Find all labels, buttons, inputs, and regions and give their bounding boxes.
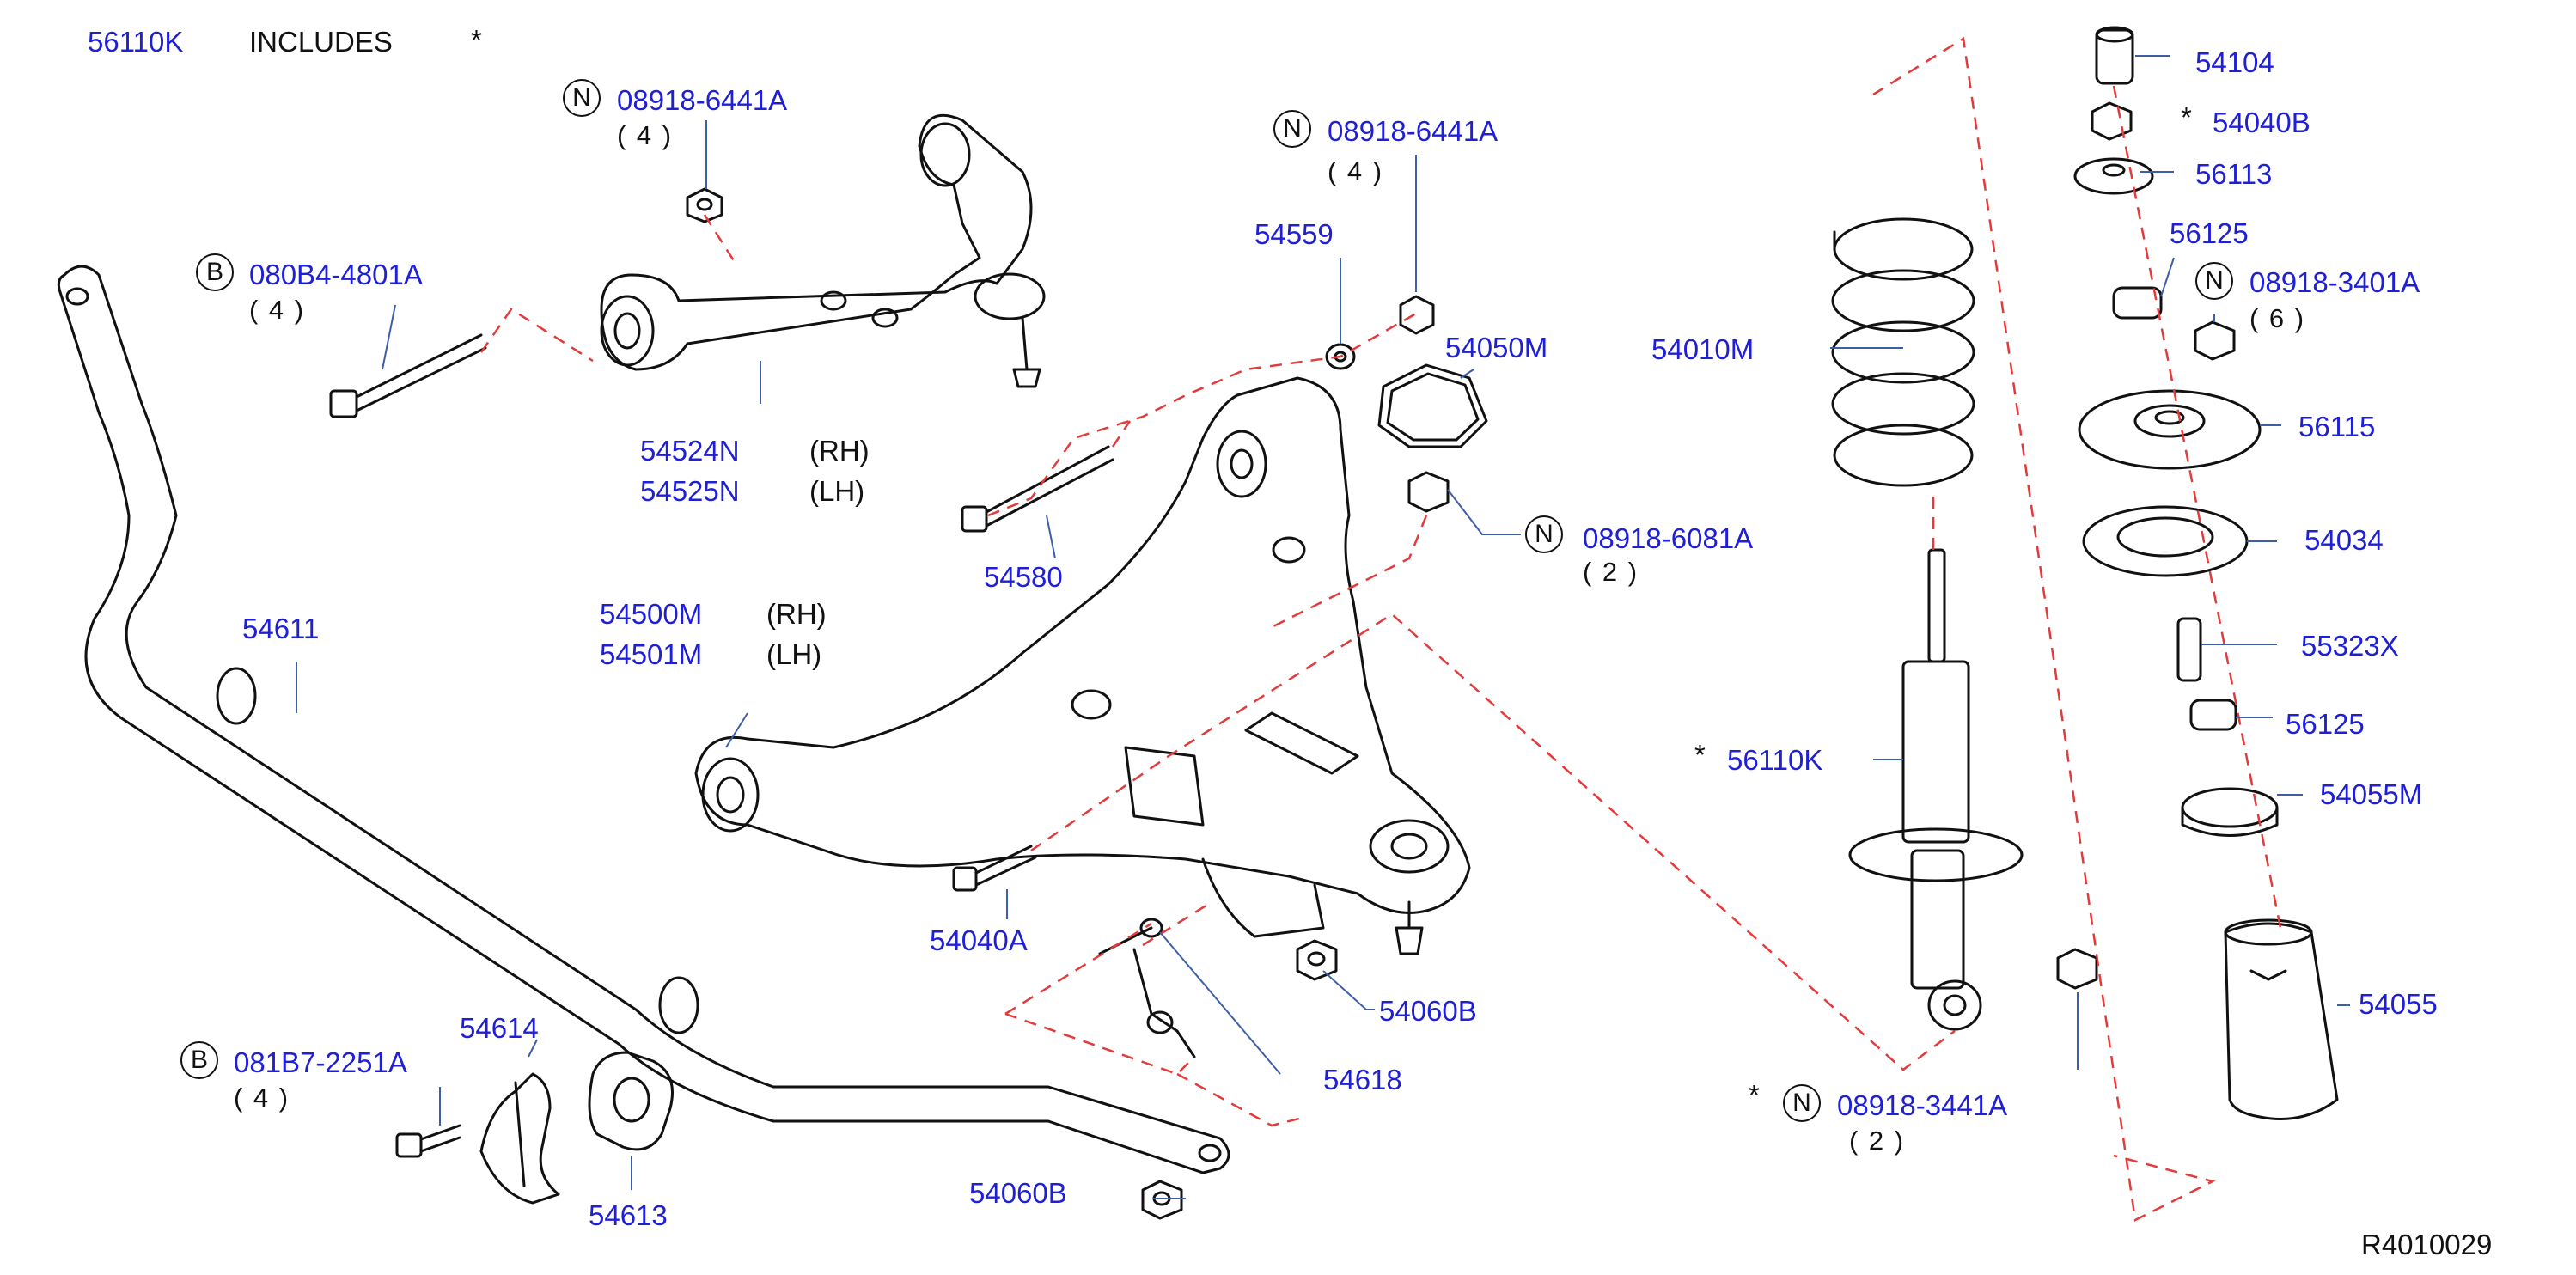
part-54611: 54611 [242, 613, 320, 644]
part-56125-upper: 56125 [2170, 217, 2249, 249]
n-badge: N [2195, 262, 2233, 300]
part-54040b [2091, 101, 2133, 141]
part-54055m: 54055M [2320, 778, 2423, 810]
part-54055m [2181, 787, 2279, 837]
part-08918-6081a: 08918-6081A [1583, 522, 1754, 554]
part-56113: 56113 [2195, 158, 2273, 190]
part-54104: 54104 [2195, 46, 2274, 78]
side-lh-upper: (LH) [809, 475, 865, 507]
part-56125-lower: 56125 [2286, 708, 2365, 740]
part-54524n: 54524N [640, 435, 740, 467]
nut-08918-6081a [1407, 471, 1450, 513]
part-56115 [2078, 389, 2262, 470]
shock-absorber [1848, 548, 2024, 1031]
part-08918-6441a-upper: 08918-6441A [617, 84, 788, 116]
coil-spring [1831, 217, 1975, 487]
side-rh-upper: (RH) [809, 435, 870, 467]
stabilizer-bar [57, 265, 1230, 1174]
part-54055 [2224, 918, 2339, 1120]
side-lh-lower: (LH) [766, 638, 822, 670]
part-54010m: 54010M [1651, 333, 1755, 365]
part-54580: 54580 [984, 561, 1063, 593]
part-56113 [2073, 157, 2154, 195]
part-56125-lower [2189, 699, 2237, 731]
part-08918-3401a: 08918-3401A [2249, 266, 2420, 298]
part-08918-3401a [2194, 320, 2236, 361]
54040b-asterisk: * [2181, 101, 2192, 133]
includes-asterisk: * [471, 24, 482, 56]
part-54050m: 54050M [1445, 332, 1548, 363]
part-54501m: 54501M [600, 638, 703, 670]
includes-text: INCLUDES [249, 26, 393, 58]
upper-arm-nut [686, 187, 723, 223]
part-54559: 54559 [1254, 218, 1334, 250]
qty-2-6081: ( 2 ) [1583, 557, 1639, 587]
part-55323x [2176, 617, 2202, 682]
upper-arm-bolt [329, 333, 487, 418]
b-badge: B [196, 253, 234, 291]
part-54613: 54613 [589, 1199, 668, 1231]
nut-08918-6441a [1399, 295, 1435, 335]
part-56110k-shock: 56110K [1727, 744, 1823, 776]
n-badge: N [563, 79, 601, 117]
qty-6-3401: ( 6 ) [2249, 303, 2306, 333]
nut-54060b-lower [1141, 1180, 1183, 1220]
part-54040b: 54040B [2213, 107, 2310, 138]
bolt-54040a [952, 845, 1037, 892]
part-54060b-lower: 54060B [969, 1177, 1067, 1209]
kit-part-number: 56110K [88, 26, 184, 58]
stabilizer-link [1098, 918, 1196, 1058]
part-54500m: 54500M [600, 598, 703, 630]
part-54614: 54614 [460, 1012, 539, 1044]
part-54040a: 54040A [930, 924, 1028, 956]
part-56125-upper [2112, 286, 2163, 320]
qty-4-2251: ( 4 ) [234, 1083, 290, 1113]
part-54525n: 54525N [640, 475, 740, 507]
b-badge: B [180, 1041, 218, 1079]
upper-control-arm [600, 113, 1046, 388]
part-081b7-2251a: 081B7-2251A [234, 1046, 407, 1078]
nut-3441-asterisk: * [1749, 1079, 1760, 1111]
part-54055: 54055 [2359, 988, 2438, 1020]
part-54104 [2095, 26, 2134, 85]
assembly-dash-lines [479, 36, 2283, 1222]
part-080b4-4801a: 080B4-4801A [249, 259, 423, 290]
plate-54050m [1377, 363, 1488, 448]
qty-2-3441: ( 2 ) [1849, 1126, 1906, 1156]
n-badge: N [1273, 110, 1311, 148]
part-08918-6441a-lower: 08918-6441A [1328, 115, 1499, 147]
bolt-081b7 [395, 1124, 461, 1158]
side-rh-lower: (RH) [766, 598, 827, 630]
part-08918-3441a: 08918-3441A [1837, 1089, 2008, 1121]
part-54618: 54618 [1323, 1064, 1402, 1095]
nut-54060b-upper [1296, 939, 1338, 981]
part-56115: 56115 [2298, 411, 2376, 442]
qty-4-b: ( 4 ) [249, 295, 306, 325]
n-badge: N [1783, 1084, 1821, 1122]
stabilizer-clamp [479, 1072, 560, 1205]
part-54034: 54034 [2304, 524, 2384, 556]
leader-lines [296, 55, 2350, 1199]
qty-4-lower: ( 4 ) [1328, 156, 1384, 186]
part-54034 [2082, 505, 2249, 577]
stabilizer-bushing [588, 1051, 674, 1151]
qty-4-upper: ( 4 ) [617, 120, 674, 150]
shock-asterisk: * [1694, 739, 1706, 771]
part-54060b-upper: 54060B [1379, 995, 1477, 1027]
diagram-code: R4010029 [2361, 1229, 2493, 1260]
n-badge: N [1525, 515, 1563, 553]
lower-arm-bolt-54580 [961, 445, 1114, 533]
part-55323x: 55323X [2301, 630, 2399, 662]
nut-08918-3441a [2056, 948, 2098, 990]
